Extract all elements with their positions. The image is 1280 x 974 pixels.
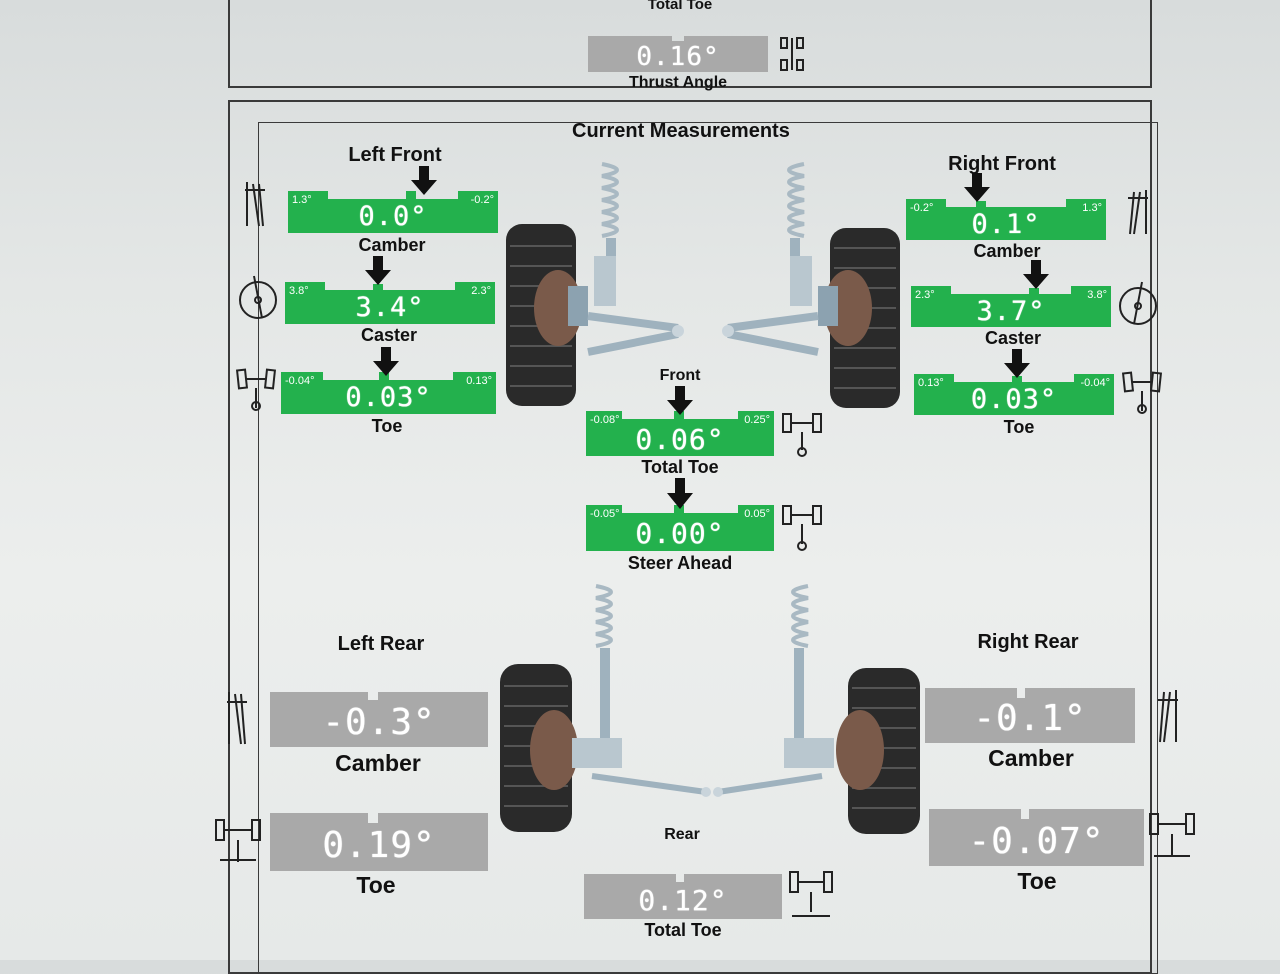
rr-toe-icon [1149, 813, 1195, 857]
rr-camber-icon [1158, 690, 1178, 743]
lf-caster-arrow-down-icon [365, 256, 391, 285]
page-title: Current Measurements [572, 120, 790, 142]
lf-camber-value: 0.0° [358, 201, 428, 232]
front-right-wheel-icon [722, 162, 900, 408]
rf-camber-gauge: -0.2° 1.3° 0.1° [906, 199, 1106, 240]
rf-caster-max: 3.8° [1087, 289, 1107, 301]
lf-caster-max: 2.3° [471, 285, 491, 297]
steer-ahead-gauge: -0.05° 0.05° 0.00° [586, 505, 774, 551]
right-rear-title: Right Rear [977, 631, 1079, 653]
rf-toe-gauge: 0.13° -0.04° 0.03° [914, 374, 1114, 415]
rf-toe-label: Toe [1003, 417, 1035, 437]
rf-toe-icon [1121, 371, 1163, 414]
lr-toe-gauge: 0.19° [270, 813, 488, 871]
lf-toe-gauge: -0.04° 0.13° 0.03° [281, 372, 496, 414]
rear-left-wheel-icon [500, 584, 711, 832]
front-total-toe-value: 0.06° [635, 423, 725, 456]
lf-caster-value: 3.4° [355, 292, 425, 323]
front-total-toe-gauge: -0.08° 0.25° 0.06° [586, 411, 774, 456]
lf-toe-max: 0.13° [466, 375, 492, 387]
rf-toe-value: 0.03° [970, 384, 1058, 415]
lr-camber-label: Camber [335, 750, 421, 776]
lf-toe-value: 0.03° [345, 382, 432, 413]
rr-toe-gauge: -0.07° [929, 809, 1144, 866]
lf-camber-arrow-down-icon [411, 166, 437, 195]
rr-toe-label: Toe [1017, 868, 1057, 894]
lf-toe-arrow-down-icon [373, 347, 399, 376]
lr-camber-value: -0.3° [322, 702, 436, 743]
rf-caster-label: Caster [984, 328, 1042, 348]
lf-caster-min: 3.8° [289, 285, 309, 297]
rf-camber-max: 1.3° [1082, 202, 1102, 214]
lf-toe-label: Toe [371, 416, 403, 436]
front-total-toe-max: 0.25° [744, 414, 770, 426]
rf-caster-min: 2.3° [915, 289, 935, 301]
rf-camber-value: 0.1° [971, 209, 1041, 240]
rr-camber-value: -0.1° [973, 698, 1087, 739]
lr-toe-value: 0.19° [322, 825, 436, 866]
lf-camber-icon [245, 182, 265, 227]
total-toe-arrow-down-icon [667, 386, 693, 415]
lf-caster-label: Caster [360, 325, 418, 345]
rf-camber-icon [1128, 190, 1148, 235]
right-front-title: Right Front [948, 153, 1056, 175]
steer-ahead-label: Steer Ahead [627, 553, 733, 573]
lr-toe-label: Toe [356, 872, 396, 898]
front-left-wheel-icon [506, 162, 684, 406]
rf-caster-gauge: 2.3° 3.8° 3.7° [911, 286, 1111, 327]
rf-camber-label: Camber [973, 241, 1041, 261]
steer-ahead-min: -0.05° [590, 508, 620, 520]
lr-camber-icon [227, 692, 247, 745]
steer-ahead-arrow-down-icon [667, 478, 693, 509]
lf-camber-label: Camber [358, 235, 426, 255]
lr-camber-gauge: -0.3° [270, 692, 488, 747]
front-label: Front [659, 367, 701, 384]
lf-camber-min: 1.3° [292, 194, 312, 206]
lr-toe-icon [215, 819, 261, 862]
thrust-angle-label: Thrust Angle [628, 74, 728, 91]
rf-toe-max: -0.04° [1080, 377, 1110, 389]
left-front-title: Left Front [348, 144, 442, 166]
thrust-angle-gauge: 0.16° [588, 36, 768, 72]
rf-toe-arrow-down-icon [1004, 349, 1030, 378]
rear-total-toe-gauge: 0.12° [584, 874, 782, 919]
front-total-toe-min: -0.08° [590, 414, 620, 426]
steer-ahead-value: 0.00° [635, 517, 725, 550]
lf-caster-gauge: 3.8° 2.3° 3.4° [285, 282, 495, 324]
lf-camber-gauge: 1.3° -0.2° 0.0° [288, 191, 498, 233]
top-panel-frame [228, 0, 1152, 88]
rear-right-wheel-icon [713, 584, 920, 834]
rear-total-toe-value: 0.12° [638, 884, 728, 917]
rf-caster-arrow-down-icon [1023, 260, 1049, 289]
rr-toe-value: -0.07° [968, 821, 1105, 862]
lf-caster-icon [239, 275, 277, 319]
steer-ahead-icon [782, 505, 822, 551]
left-rear-title: Left Rear [337, 633, 425, 655]
lf-toe-icon [235, 368, 277, 411]
total-toe-icon [782, 413, 822, 457]
rf-camber-min: -0.2° [910, 202, 934, 214]
rf-caster-icon [1119, 281, 1157, 325]
rear-total-toe-label: Total Toe [644, 920, 722, 940]
rf-toe-min: 0.13° [918, 377, 944, 389]
top-total-toe-label: Total Toe [647, 0, 713, 13]
rr-camber-gauge: -0.1° [925, 688, 1135, 743]
rear-total-toe-icon [789, 871, 833, 917]
lf-toe-min: -0.04° [285, 375, 315, 387]
steer-ahead-max: 0.05° [744, 508, 770, 520]
rear-label: Rear [664, 826, 700, 843]
lf-camber-max: -0.2° [470, 194, 494, 206]
rf-caster-value: 3.7° [976, 296, 1046, 327]
rf-camber-arrow-down-icon [964, 173, 990, 202]
thrust-angle-value: 0.16° [636, 42, 720, 72]
thrust-angle-icon [780, 37, 804, 71]
rr-camber-label: Camber [988, 745, 1074, 771]
front-total-toe-label: Total Toe [641, 457, 719, 477]
